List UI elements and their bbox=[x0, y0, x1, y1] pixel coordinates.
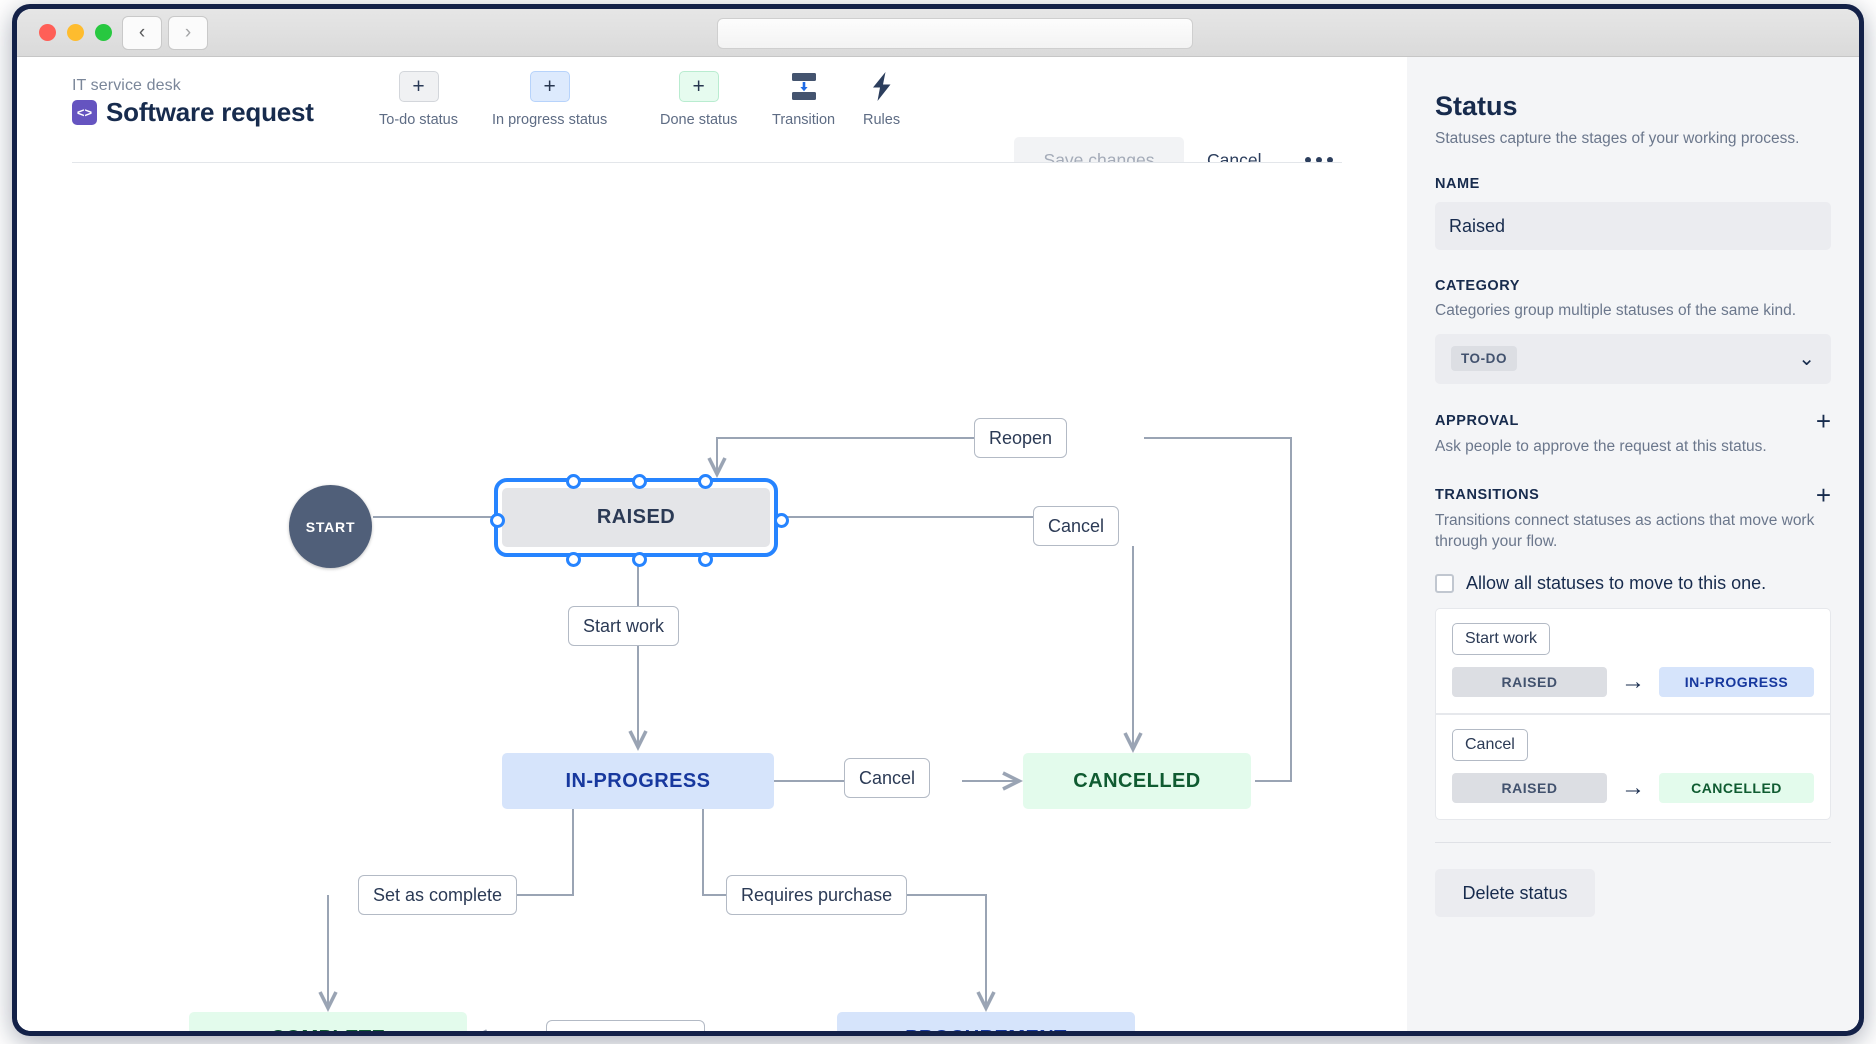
forward-button[interactable]: › bbox=[168, 15, 208, 50]
panel-subtitle: Statuses capture the stages of your work… bbox=[1435, 130, 1800, 147]
address-bar[interactable] bbox=[717, 18, 1193, 49]
node-start[interactable]: START bbox=[289, 485, 372, 568]
approval-help-text: Ask people to approve the request at thi… bbox=[1435, 438, 1767, 456]
title-row: <> Software request bbox=[72, 97, 314, 128]
chevron-left-icon: ‹ bbox=[138, 22, 146, 43]
transition-card[interactable]: Cancel RAISED → CANCELLED bbox=[1435, 714, 1831, 821]
node-procurement[interactable]: PROCUREMENT bbox=[837, 1012, 1135, 1031]
code-brackets-icon: <> bbox=[72, 100, 97, 125]
workflow-canvas[interactable]: START RAISED IN-PROGRESS CANCELLED COMPL… bbox=[17, 163, 1407, 1031]
panel-divider bbox=[1435, 842, 1831, 844]
edge-label-set-as-complete-from-in-progress[interactable]: Set as complete bbox=[358, 875, 518, 915]
add-in-progress-status-button[interactable]: + In progress status bbox=[492, 71, 607, 128]
panel-title: Status bbox=[1435, 91, 1518, 121]
transitions-label: TRANSITIONS bbox=[1435, 487, 1540, 504]
edge-label-set-as-complete-from-procurement[interactable]: Set as complete bbox=[546, 1020, 706, 1031]
plus-icon: + bbox=[529, 71, 570, 102]
tool-label: Transition bbox=[772, 112, 836, 128]
workflow-edges bbox=[318, 437, 1292, 1031]
title-bar: ‹ › bbox=[17, 9, 1859, 57]
transitions-header: TRANSITIONS + bbox=[1435, 480, 1831, 511]
node-in-progress[interactable]: IN-PROGRESS bbox=[502, 753, 774, 809]
approval-header: APPROVAL + bbox=[1435, 405, 1831, 436]
transition-card[interactable]: Start work RAISED → IN-PROGRESS bbox=[1435, 608, 1831, 715]
transitions-help-text: Transitions connect statuses as actions … bbox=[1435, 512, 1815, 551]
tool-label: Rules bbox=[863, 112, 901, 128]
name-label: NAME bbox=[1435, 176, 1480, 192]
node-complete[interactable]: COMPLETE bbox=[189, 1012, 467, 1031]
edge-label-cancel-from-in-progress[interactable]: Cancel bbox=[844, 758, 931, 798]
transition-name[interactable]: Start work bbox=[1452, 623, 1551, 656]
category-select[interactable]: TO-DO ⌄ bbox=[1435, 333, 1831, 384]
add-todo-status-button[interactable]: + To-do status bbox=[379, 71, 458, 128]
rules-button[interactable]: Rules bbox=[863, 71, 900, 128]
arrow-right-icon: → bbox=[1621, 774, 1645, 802]
delete-status-button[interactable]: Delete status bbox=[1435, 869, 1595, 918]
transition-to-status: IN-PROGRESS bbox=[1659, 667, 1814, 698]
zoom-window-button[interactable] bbox=[95, 24, 112, 41]
approval-label: APPROVAL bbox=[1435, 413, 1519, 430]
tool-label: Done status bbox=[660, 112, 738, 128]
add-transition-button[interactable]: Transition bbox=[772, 71, 835, 128]
add-approval-icon[interactable]: + bbox=[1815, 405, 1831, 436]
node-raised[interactable]: RAISED bbox=[502, 488, 770, 547]
dot-icon bbox=[1305, 157, 1311, 163]
edge-label-start-work[interactable]: Start work bbox=[568, 606, 680, 646]
chevron-right-icon: › bbox=[184, 22, 192, 43]
add-transition-icon[interactable]: + bbox=[1815, 480, 1831, 511]
category-pill: TO-DO bbox=[1451, 346, 1517, 372]
edge-label-reopen[interactable]: Reopen bbox=[974, 418, 1068, 458]
back-button[interactable]: ‹ bbox=[122, 15, 162, 50]
more-options-button[interactable] bbox=[1305, 137, 1333, 183]
dot-icon bbox=[1327, 157, 1333, 163]
window-content: ‹ › IT service desk <> Software request … bbox=[17, 9, 1859, 1031]
app-body: IT service desk <> Software request + To… bbox=[17, 57, 1859, 1031]
dot-icon bbox=[1316, 157, 1322, 163]
add-done-status-button[interactable]: + Done status bbox=[660, 71, 737, 128]
allow-all-checkbox[interactable] bbox=[1435, 574, 1454, 594]
tool-label: In progress status bbox=[492, 112, 608, 128]
close-window-button[interactable] bbox=[39, 24, 56, 41]
transition-from-status: RAISED bbox=[1452, 773, 1607, 804]
edge-label-cancel-from-raised[interactable]: Cancel bbox=[1033, 506, 1120, 546]
transition-icon bbox=[791, 73, 816, 100]
category-help-text: Categories group multiple statuses of th… bbox=[1435, 302, 1796, 319]
browser-window: ‹ › IT service desk <> Software request … bbox=[12, 4, 1864, 1036]
arrow-right-icon: → bbox=[1621, 668, 1645, 696]
plus-icon: + bbox=[678, 71, 719, 102]
transition-flow: RAISED → CANCELLED bbox=[1452, 773, 1814, 804]
tool-label: To-do status bbox=[379, 112, 458, 128]
chevron-down-icon: ⌄ bbox=[1798, 347, 1815, 370]
edge-label-requires-purchase[interactable]: Requires purchase bbox=[726, 875, 908, 915]
allow-all-statuses-row[interactable]: Allow all statuses to move to this one. bbox=[1435, 573, 1831, 594]
status-details-panel: Status Statuses capture the stages of yo… bbox=[1407, 57, 1859, 1031]
transition-flow: RAISED → IN-PROGRESS bbox=[1452, 667, 1814, 698]
transition-from-status: RAISED bbox=[1452, 667, 1607, 698]
plus-icon: + bbox=[398, 71, 439, 102]
header-divider bbox=[72, 162, 1342, 163]
category-label: CATEGORY bbox=[1435, 278, 1520, 294]
node-cancelled[interactable]: CANCELLED bbox=[1023, 753, 1251, 809]
lightning-icon bbox=[872, 72, 891, 101]
minimize-window-button[interactable] bbox=[67, 24, 84, 41]
app-header: IT service desk <> Software request + To… bbox=[17, 57, 1859, 183]
allow-all-label: Allow all statuses to move to this one. bbox=[1466, 573, 1767, 594]
breadcrumb[interactable]: IT service desk bbox=[72, 77, 181, 94]
transition-list: Start work RAISED → IN-PROGRESS Cancel R… bbox=[1435, 608, 1831, 821]
transition-name[interactable]: Cancel bbox=[1452, 729, 1528, 762]
transition-to-status: CANCELLED bbox=[1659, 773, 1814, 804]
status-name-input[interactable]: Raised bbox=[1435, 202, 1831, 250]
page-title: Software request bbox=[106, 97, 314, 127]
